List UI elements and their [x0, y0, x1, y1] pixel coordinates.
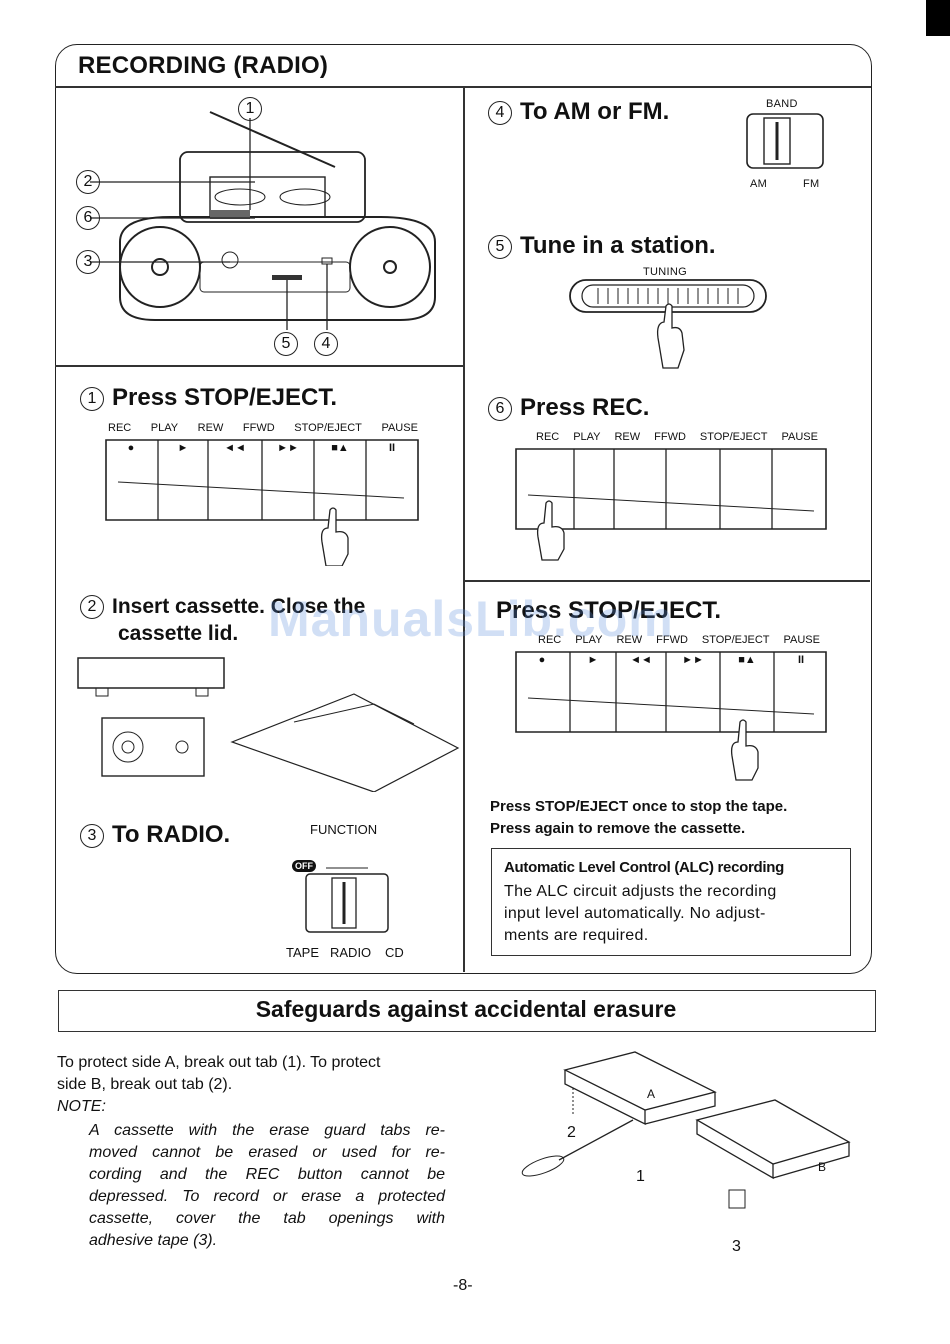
recording-frame	[55, 44, 872, 974]
alc-title: Automatic Level Control (ALC) recording	[504, 859, 784, 876]
note-text: A cassette with the erase guard tabs re-…	[89, 1122, 445, 1249]
divider	[463, 86, 465, 972]
key-symbols-7: ●►◄◄►►■▲II	[538, 654, 805, 666]
callout-1: 1	[238, 97, 262, 121]
page-number: -8-	[453, 1277, 473, 1294]
function-radio: RADIO	[330, 945, 372, 960]
side-a-label: A	[647, 1087, 656, 1101]
side-b-label: B	[818, 1160, 827, 1174]
tuning-label: TUNING	[643, 266, 687, 278]
step-7-heading: Press STOP/EJECT.	[496, 597, 721, 624]
tab-label-3: 3	[732, 1238, 741, 1255]
alc-box: Automatic Level Control (ALC) recording …	[491, 848, 851, 956]
deck-keys-1	[105, 439, 419, 566]
page-corner-mark	[926, 0, 950, 36]
safeguards-banner	[58, 990, 876, 1032]
function-label: FUNCTION	[310, 822, 378, 837]
callout-2: 2	[76, 170, 100, 194]
boombox-illustration	[90, 111, 436, 330]
stop-note: Press STOP/EJECT once to stop the tape. …	[490, 798, 788, 837]
protect-text: To protect side A, break out tab (1). To…	[57, 1054, 381, 1115]
callout-4: 4	[314, 332, 338, 356]
cassette-tabs-illustration	[521, 1051, 851, 1209]
band-am: AM	[750, 178, 768, 190]
safeguards-title: Safeguards against accidental erasure	[255, 996, 677, 1022]
off-indicator: OFF	[292, 860, 316, 872]
divider	[55, 365, 463, 367]
watermark: ManualsLib.com	[268, 591, 674, 647]
callout-5: 5	[274, 332, 298, 356]
function-switch	[305, 867, 389, 933]
function-cd: CD	[385, 945, 404, 960]
divider	[464, 580, 870, 582]
function-tape: TAPE	[286, 945, 319, 960]
band-switch	[746, 113, 824, 169]
tuning-dial	[569, 279, 767, 369]
deck-keys-6	[515, 448, 827, 561]
band-label: BAND	[766, 98, 798, 110]
tab-label-1: 1	[636, 1168, 645, 1185]
callout-3: 3	[76, 250, 100, 274]
key-symbols-1: ●►◄◄►►■▲II	[127, 442, 396, 454]
tab-label-2: 2	[567, 1124, 576, 1141]
band-fm: FM	[803, 178, 820, 190]
section-title: RECORDING (RADIO)	[78, 52, 329, 79]
deck-keys-7	[515, 651, 827, 781]
callout-6: 6	[76, 206, 100, 230]
cassette-insert-illustration	[77, 657, 460, 792]
